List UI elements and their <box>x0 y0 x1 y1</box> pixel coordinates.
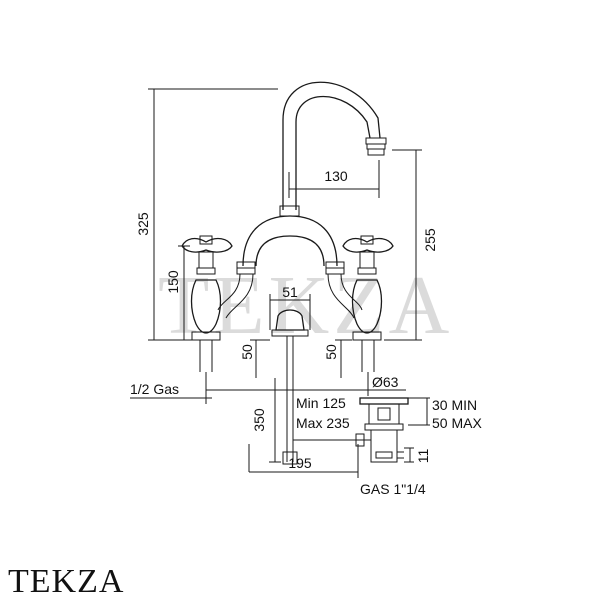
dim-left-shank: 50 <box>239 344 255 360</box>
dim-waste-offset: 195 <box>288 455 312 471</box>
watermark-text: TEKZA <box>158 259 453 352</box>
dim-deck-max: Max 235 <box>296 415 350 431</box>
dim-spout-height: 255 <box>422 228 438 252</box>
dim-deck-min: Min 125 <box>296 395 346 411</box>
dim-center-width: 51 <box>282 284 298 300</box>
brand-logo-text: TEKZA <box>8 563 125 600</box>
dim-waste-max: 50 MAX <box>432 415 482 431</box>
dim-right-shank: 50 <box>323 344 339 360</box>
faucet-body <box>181 81 394 462</box>
dim-waste-diameter: Ø63 <box>372 374 399 390</box>
dim-spout-reach: 130 <box>324 168 348 184</box>
dimension-labels: 325 150 130 255 51 50 50 1/2 Gas Ø63 Min… <box>130 168 482 497</box>
dim-waste-thread: GAS 1"1/4 <box>360 481 426 497</box>
dim-handle-height: 150 <box>165 270 181 294</box>
waste-assembly <box>282 397 409 465</box>
dimension-lines <box>130 88 430 478</box>
dim-rod-length: 350 <box>251 408 267 432</box>
dim-waste-min: 30 MIN <box>432 397 477 413</box>
dim-inlet-thread: 1/2 Gas <box>130 381 179 397</box>
dim-waste-gap: 11 <box>415 449 431 464</box>
dim-overall-height: 325 <box>135 212 151 236</box>
